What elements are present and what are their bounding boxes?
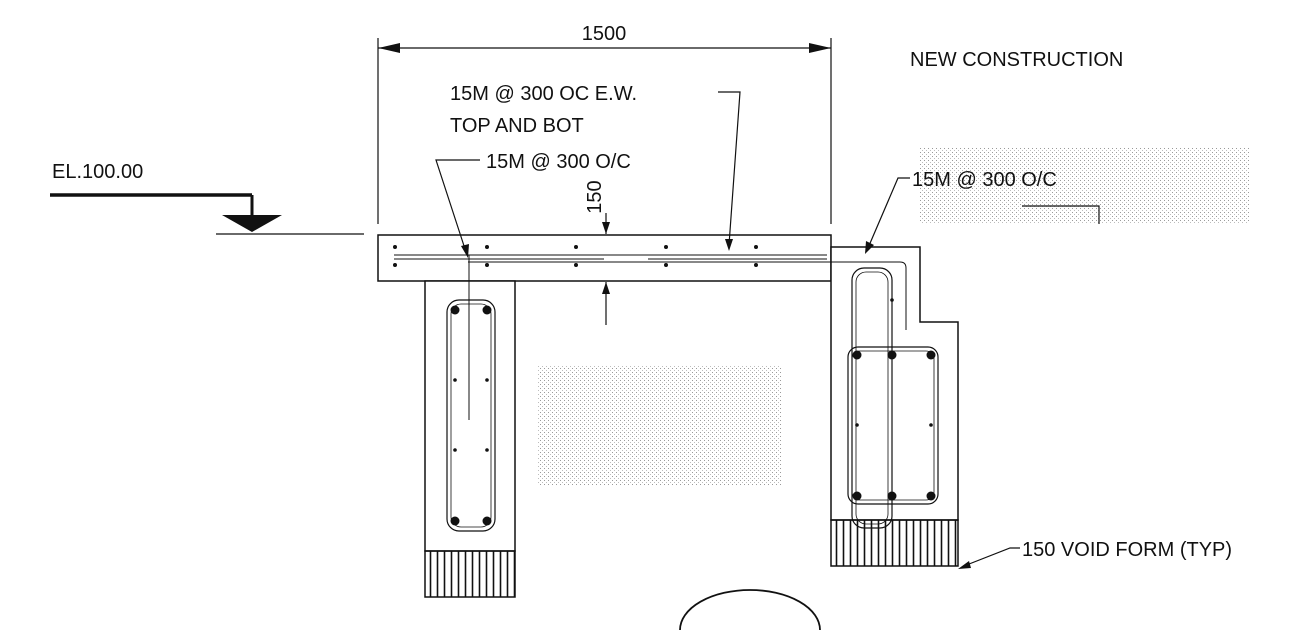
overall-dimension [377,38,832,224]
overall-dimension-label: 1500 [582,23,627,45]
left-pier [424,255,516,598]
slab-thickness-dimension [602,213,610,325]
top-bottom-rebar-label: 15M @ 300 OC E.W. [450,83,637,105]
section-bubble [679,589,821,630]
right-void-form [830,519,959,567]
void-form-label: 150 VOID FORM (TYP) [1022,539,1232,561]
left-dowel-label: 15M @ 300 O/C [486,151,631,173]
slab-rebar-dots [393,245,758,267]
elevation-marker [50,193,364,235]
leader-lines [435,91,1100,569]
left-void-form [424,550,516,598]
right-dowel-label: 15M @ 300 O/C [912,169,1057,191]
slab [377,234,900,282]
new-construction-label: NEW CONSTRUCTION [910,49,1123,71]
screened-existing-zone [537,148,1250,486]
slab-thickness-label: 150 [584,180,606,213]
elevation-label: EL.100.00 [52,161,143,183]
elevation-triangle-icon [222,215,282,232]
right-pier [830,246,959,567]
top-bottom-rebar-label-line2: TOP AND BOT [450,115,584,137]
